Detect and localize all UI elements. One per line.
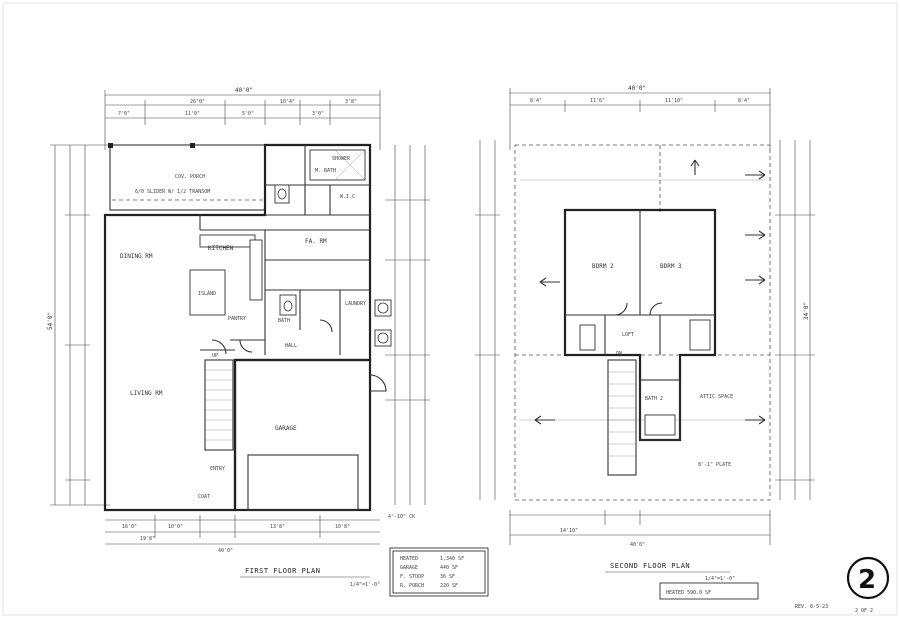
transom-note: 6/0 SLIDER W/ 1/2 TRANSOM	[135, 189, 210, 195]
front-setback-note: 4'-10" CK	[388, 514, 415, 520]
first-top-dim-3: 5'0"	[242, 111, 254, 117]
first-top-dim-7: 3'8"	[345, 99, 357, 105]
bedroom-3-label: BDRM 3	[660, 263, 682, 270]
bath-2-label: BATH 2	[645, 396, 663, 402]
stairs-up-label: UP	[212, 353, 218, 359]
second-floor-title: SECOND FLOOR PLAN	[610, 562, 690, 570]
first-floor-right-dimensions	[385, 145, 430, 505]
area-row-1-value: 1,340 SF	[440, 556, 464, 562]
attic-label: ATTIC SPACE	[700, 394, 733, 400]
second-bottom-dim-1: 14'10"	[560, 528, 578, 534]
sheet-number-badge: 2	[846, 556, 890, 600]
first-floor-top-dimensions: 40'0" 7'0" 11'0" 5'0" 3'0" 26'0" 10'4" 3…	[104, 87, 381, 150]
loft-label: LOFT	[622, 332, 634, 338]
second-overall-width: 40'0"	[628, 85, 646, 92]
area-row-3-label: F. STOOP	[400, 574, 424, 580]
dining-room-label: DINING RM	[120, 253, 153, 260]
first-floor-stairs: UP	[204, 353, 234, 451]
shower-label: SHOWER	[332, 156, 351, 162]
bath-label: BATH	[278, 318, 290, 324]
first-floor-scale: 1/4"=1'-0"	[350, 582, 380, 588]
area-table: HEATED 1,340 SF GARAGE 440 SF F. STOOP 3…	[389, 547, 489, 597]
first-floor-left-dimensions: 54'0"	[47, 144, 110, 506]
second-floor-plan: 40'0" 8'4" 11'6" 11'10" 8'4" 34'0"	[475, 85, 815, 600]
roof-slope-arrows	[534, 159, 766, 425]
first-bottom-dim-4: 10'8"	[335, 524, 350, 530]
second-top-dim-1: 8'4"	[530, 98, 542, 104]
second-top-dim-4: 8'4"	[738, 98, 750, 104]
second-heated-box	[659, 582, 759, 600]
revision-note: REV. 8-5-23	[795, 604, 828, 610]
first-floor-plan: 40'0" 7'0" 11'0" 5'0" 3'0" 26'0" 10'4" 3…	[47, 87, 430, 588]
entry-label: ENTRY	[210, 466, 225, 472]
roof-outline	[514, 144, 771, 501]
area-row-4-value: 220 SF	[440, 583, 458, 589]
first-bottom-dim-2: 10'0"	[168, 524, 183, 530]
island-counter	[189, 269, 226, 316]
first-floor-bottom-dimensions: 16'0" 10'0" 13'8" 10'8" 19'8" 40'0"	[105, 515, 380, 554]
first-bottom-overall: 40'0"	[218, 548, 233, 554]
bedroom-2-label: BDRM 2	[592, 263, 614, 270]
plate-note: 8'-1" PLATE	[698, 462, 731, 468]
pantry-label: PANTRY	[228, 316, 246, 322]
second-bottom-dim-2: 40'0"	[630, 542, 645, 548]
family-room-label: FA. RM	[305, 238, 327, 245]
kitchen-label: KITCHEN	[208, 245, 234, 252]
first-top-dim-5: 26'0"	[190, 99, 205, 105]
first-bottom-dim-3: 13'8"	[270, 524, 285, 530]
area-row-1-label: HEATED	[400, 556, 418, 562]
first-floor-title: FIRST FLOOR PLAN	[245, 567, 320, 575]
second-top-dim-3: 11'10"	[665, 98, 683, 104]
first-bottom-dim-5: 19'8"	[140, 536, 155, 542]
wic-label: W.I.C	[340, 194, 355, 200]
second-heated-label: HEATED 590.0 SF	[666, 590, 711, 596]
area-row-2-value: 440 SF	[440, 565, 458, 571]
covered-porch-label: COV. PORCH	[175, 174, 205, 180]
coat-label: COAT	[198, 494, 210, 500]
stairs-down-label: DN	[616, 351, 622, 357]
area-row-4-label: R. PORCH	[400, 583, 424, 589]
second-top-dim-2: 11'6"	[590, 98, 605, 104]
first-top-dim-6: 10'4"	[280, 99, 295, 105]
living-room-label: LIVING RM	[130, 390, 163, 397]
second-floor-bottom-dimensions: 14'10" 40'0"	[509, 510, 771, 548]
garage-door	[247, 454, 359, 511]
first-bottom-dim-1: 16'0"	[122, 524, 137, 530]
hall-label: HALL	[285, 343, 297, 349]
first-overall-width: 40'0"	[235, 87, 253, 94]
area-row-3-value: 36 SF	[440, 574, 455, 580]
page-label: 2 OF 2	[855, 608, 873, 614]
first-floor-fixtures	[189, 149, 392, 347]
second-floor-top-dimensions: 40'0" 8'4" 11'6" 11'10" 8'4"	[509, 85, 771, 150]
area-row-2-label: GARAGE	[400, 565, 418, 571]
second-floor-stairs: DN	[607, 351, 637, 476]
master-bath-label: M. BATH	[315, 168, 336, 174]
second-floor-side-dimensions: 34'0"	[475, 140, 815, 500]
second-overall-depth: 34'0"	[803, 302, 810, 320]
first-top-dim-2: 11'0"	[185, 111, 200, 117]
laundry-label: LAUNDRY	[345, 301, 366, 307]
second-floor-scale: 1/4"=1'-0"	[705, 576, 735, 582]
garage-label: GARAGE	[275, 425, 297, 432]
first-top-dim-4: 3'0"	[312, 111, 324, 117]
first-overall-depth: 54'0"	[47, 312, 54, 330]
sheet-number: 2	[858, 565, 876, 595]
island-label: ISLAND	[198, 291, 216, 297]
first-top-dim-1: 7'0"	[118, 111, 130, 117]
